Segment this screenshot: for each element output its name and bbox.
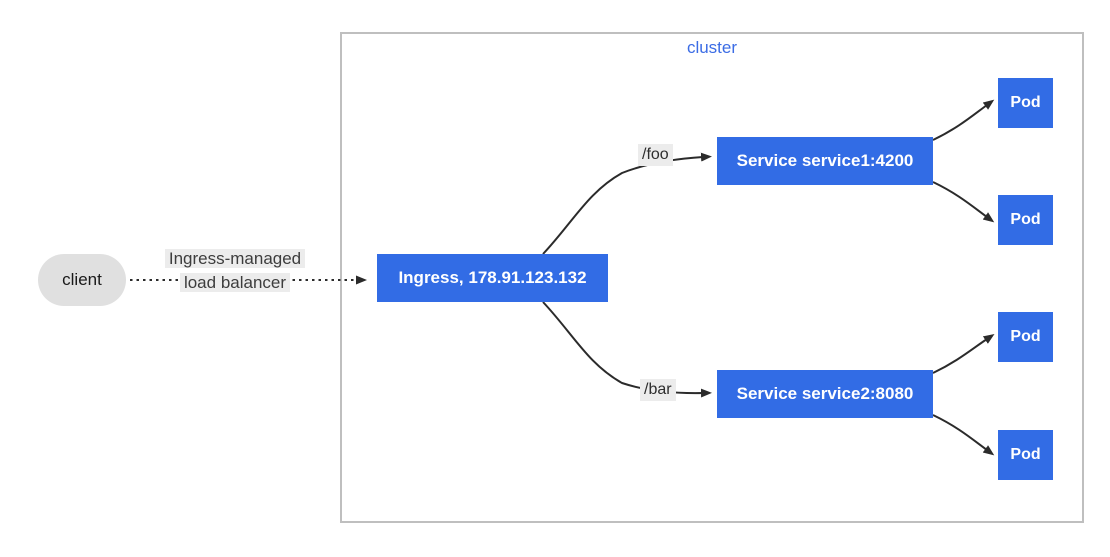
load-balancer-label-line2: load balancer: [179, 273, 291, 292]
pod-node-1: Pod: [998, 78, 1053, 128]
edge-service1-to-pod1: [932, 99, 995, 141]
pod-node-4: Pod: [998, 430, 1053, 480]
route-label-foo: /foo: [638, 144, 673, 166]
edge-ingress-to-service2: [542, 301, 712, 398]
load-balancer-edge-label: Ingress-managed load balancer: [150, 247, 320, 295]
edge-service2-to-pod3: [932, 334, 995, 374]
edge-service1-to-pod2: [932, 181, 995, 223]
load-balancer-label-line1: Ingress-managed: [164, 249, 306, 268]
edge-service2-to-pod4: [932, 414, 995, 456]
edge-ingress-to-service1: [542, 152, 712, 255]
cluster-label: cluster: [686, 38, 738, 57]
client-node: client: [38, 254, 126, 306]
ingress-node: Ingress, 178.91.123.132: [377, 254, 608, 302]
pod-node-2: Pod: [998, 195, 1053, 245]
service1-node: Service service1:4200: [717, 137, 933, 185]
service2-node: Service service2:8080: [717, 370, 933, 418]
route-label-bar: /bar: [640, 379, 676, 401]
pod-node-3: Pod: [998, 312, 1053, 362]
